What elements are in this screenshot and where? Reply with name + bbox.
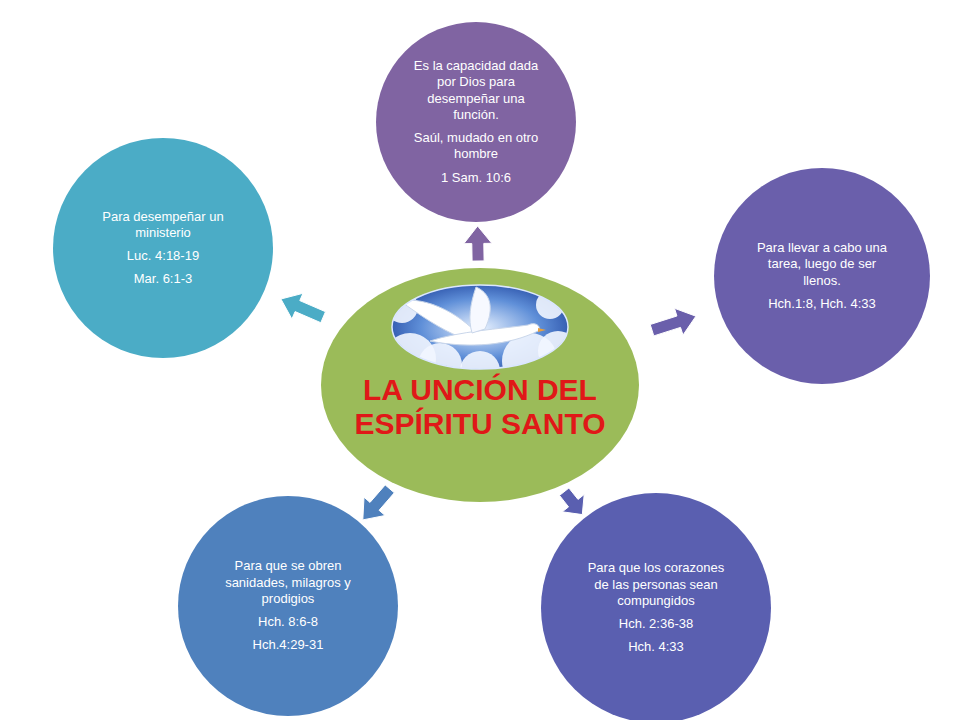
title-ellipse: LA UNCIÓN DEL ESPÍRITU SANTO [320,267,640,503]
info-circle: Para que se obren sanidades, milagros y … [178,496,398,716]
bible-reference: Hch. 8:6-8 [258,614,318,630]
description-text: Para que se obren sanidades, milagros y … [212,558,364,607]
bible-reference: Mar. 6:1-3 [134,271,193,287]
bible-reference: Saúl, mudado en otro hombre [408,130,544,163]
dove-wing [400,300,475,337]
info-circle: Para llevar a cabo una tarea, luego de s… [714,168,930,384]
text-column: Para que se obren sanidades, milagros y … [212,558,364,653]
dove-beak [538,328,546,332]
ellipse-body [321,268,639,502]
bible-reference: Hch. 2:36-38 [619,616,693,632]
block-arrow [560,488,585,515]
info-circle: Para desempeñar un ministerioLuc. 4:18-1… [53,138,273,358]
block-arrow [363,485,395,520]
description-text: Es la capacidad dada por Dios para desem… [408,58,544,123]
description-text: Para desempeñar un ministerio [88,209,238,242]
block-arrow [464,226,492,261]
text-column: Para llevar a cabo una tarea, luego de s… [748,240,896,312]
bible-reference: Hch. 4:33 [628,639,684,655]
dove-wing [470,287,490,333]
diagram-title: LA UNCIÓN DEL ESPÍRITU SANTO [345,373,615,441]
description-text: Para que los corazones de las personas s… [581,560,731,609]
info-circle: Para que los corazones de las personas s… [541,493,771,720]
block-arrow [281,293,326,322]
bible-reference: Luc. 4:18-19 [127,248,199,264]
oval-rim [392,285,568,369]
text-column: LA UNCIÓN DEL ESPÍRITU SANTO [345,373,615,441]
text-column: Para desempeñar un ministerioLuc. 4:18-1… [88,209,238,288]
info-circle: Es la capacidad dada por Dios para desem… [376,22,576,222]
cloud [536,291,564,319]
cloud [538,331,578,371]
bible-reference: 1 Sam. 10:6 [441,170,511,186]
text-column: Para que los corazones de las personas s… [581,560,731,655]
description-text: Para llevar a cabo una tarea, luego de s… [748,240,896,289]
text-column: Es la capacidad dada por Dios para desem… [408,58,544,186]
bible-reference: Hch.4:29-31 [253,637,324,653]
bible-reference: Hch.1:8, Hch. 4:33 [768,296,876,312]
block-arrow [650,308,696,336]
